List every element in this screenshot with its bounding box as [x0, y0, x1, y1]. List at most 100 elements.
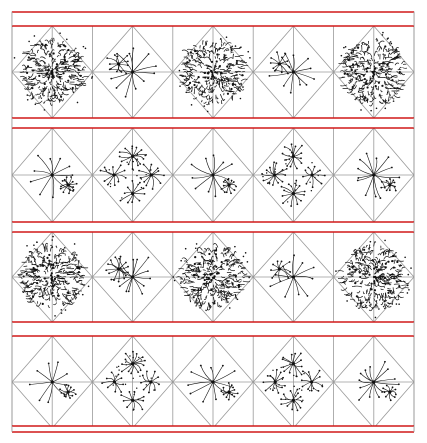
rosette-stroke — [398, 279, 406, 283]
rosette-stroke — [215, 80, 219, 84]
rosette-stroke — [220, 289, 227, 293]
rosette-dot — [226, 92, 230, 95]
rosette-stroke — [212, 74, 214, 81]
burst-dot — [357, 167, 360, 170]
burst-dot — [139, 163, 142, 165]
rosette-stroke — [347, 49, 353, 52]
burst-center — [117, 267, 121, 271]
rosette-stroke — [194, 82, 201, 84]
rosette-stroke — [341, 76, 346, 78]
rosette-stroke — [73, 291, 79, 295]
rosette-dot — [51, 266, 55, 270]
rosette-stroke — [36, 248, 39, 254]
rosette-stroke — [223, 247, 226, 252]
burst-dot — [120, 377, 123, 380]
rosette-stroke — [62, 269, 66, 273]
rosette-stroke — [342, 278, 348, 283]
rosette-stroke — [401, 61, 406, 65]
burst-dot — [287, 277, 290, 279]
burst-dot — [296, 409, 299, 412]
burst-dot — [69, 397, 71, 399]
rosette-stroke — [192, 80, 198, 83]
rosette-stroke — [380, 293, 384, 297]
cluster-dot — [268, 181, 271, 184]
rosette-stroke — [185, 84, 190, 87]
burst-dot — [390, 166, 393, 169]
cluster-dot — [126, 161, 128, 163]
cluster-dot — [298, 388, 301, 390]
cluster-dot — [295, 184, 298, 186]
cluster-dot — [140, 178, 143, 180]
rosette-stroke — [59, 60, 64, 65]
burst-dot — [299, 352, 302, 355]
rosette-dot — [210, 272, 214, 275]
burst-ray — [34, 170, 53, 176]
rosette-stroke — [205, 96, 209, 100]
rosette-stroke — [210, 50, 214, 53]
cluster-dot — [132, 377, 134, 380]
rosette-dot — [54, 315, 56, 317]
rosette-stroke — [227, 82, 231, 85]
rosette-stroke — [366, 271, 369, 275]
burst-dot — [118, 257, 121, 260]
rosette-stroke — [368, 298, 371, 304]
burst-dot — [28, 383, 31, 386]
burst-dot — [121, 363, 123, 366]
burst-ray — [293, 193, 305, 196]
rosette-stroke — [60, 261, 67, 264]
burst-dot — [38, 399, 41, 402]
rosette-stroke — [196, 298, 198, 302]
burst-dot — [103, 166, 106, 169]
rosette-stroke — [187, 52, 190, 57]
rosette-stroke — [368, 306, 374, 312]
rosette-stroke — [190, 268, 195, 271]
rosette-dot — [226, 280, 229, 283]
rosette-stroke — [190, 288, 195, 293]
burst-dot — [123, 169, 126, 172]
rosette-dot — [200, 93, 203, 96]
rosette-stroke — [42, 100, 46, 104]
rosette-stroke — [394, 252, 398, 256]
cluster-dot — [317, 174, 319, 177]
rosette-dot — [192, 296, 195, 299]
rosette-dot — [55, 71, 58, 74]
burst-dot — [300, 400, 303, 403]
rosette-dot — [374, 316, 377, 319]
burst-ray — [150, 174, 154, 190]
rosette-stroke — [239, 87, 245, 91]
rosette-stroke — [342, 60, 347, 66]
rosette-stroke — [354, 262, 361, 265]
rosette-stroke — [374, 293, 376, 298]
rosette-stroke — [56, 297, 61, 300]
rosette-dot — [91, 75, 94, 78]
burst-ray — [293, 68, 311, 73]
rosette-stroke — [199, 266, 204, 268]
rosette-stroke — [192, 269, 198, 272]
rosette-stroke — [354, 60, 358, 64]
rosette-dot — [50, 272, 53, 275]
rosette-stroke — [347, 75, 353, 78]
rosette-dot — [347, 58, 350, 62]
burst-dot — [33, 170, 36, 172]
rosette-stroke — [196, 288, 205, 292]
rosette-stroke — [397, 294, 404, 299]
rosette-stroke — [197, 59, 203, 63]
burst-ray — [359, 379, 374, 383]
rosette-stroke — [199, 55, 202, 58]
rosette-stroke — [380, 302, 384, 306]
burst-dot — [374, 195, 377, 198]
rosette-dot — [56, 69, 59, 72]
burst-dot — [284, 174, 287, 176]
burst-dot — [126, 54, 129, 57]
rosette-stroke — [225, 49, 230, 52]
rosette-dot — [357, 46, 360, 49]
burst-dot — [391, 386, 394, 389]
cluster-dot — [274, 171, 276, 173]
rosette-stroke — [213, 68, 219, 72]
burst-dot — [281, 168, 284, 171]
cluster-dot — [280, 366, 282, 369]
rosette-stroke — [368, 259, 374, 263]
burst-dot — [146, 270, 149, 273]
rosette-dot — [179, 85, 181, 87]
rosette-stroke — [56, 289, 59, 294]
